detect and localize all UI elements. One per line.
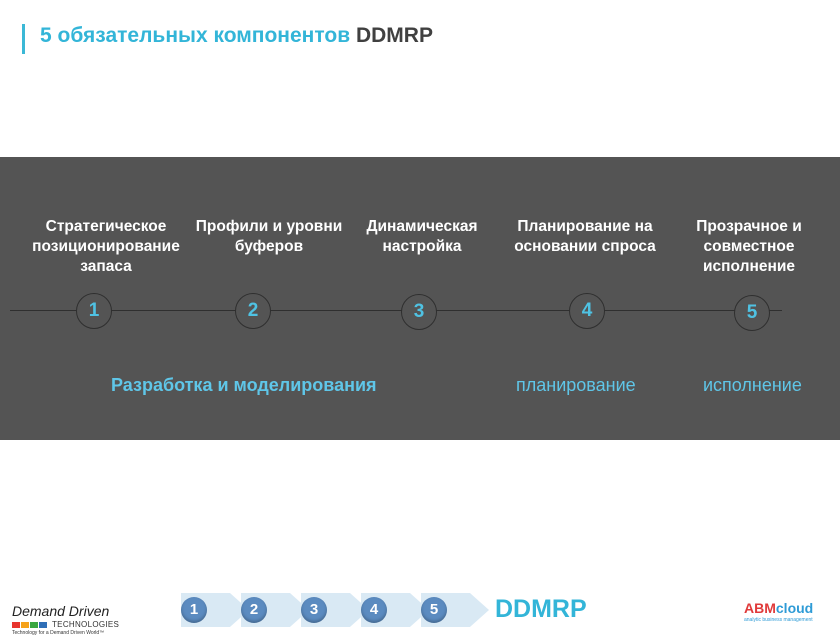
component-1-number: 1 — [76, 293, 112, 329]
step-2-badge: 2 — [241, 597, 267, 623]
component-2-label: Профили и уровни буферов — [195, 218, 343, 255]
step-arrow-3: 3 — [301, 593, 369, 627]
demand-driven-logo-line1: Demand Driven — [12, 603, 110, 619]
phase-planning-label: планирование — [516, 375, 636, 395]
logo-square-icon — [21, 621, 29, 628]
component-3-label: Динамическая настройка — [366, 218, 478, 255]
phase-execution-label: исполнение — [703, 375, 802, 395]
component-2-number: 2 — [235, 293, 271, 329]
demand-driven-logo-tagline: Technology for a Demand Driven World™ — [12, 630, 105, 636]
step-arrow-2: 2 — [241, 593, 309, 627]
components-band: Стратегическое позиционирование запаса П… — [0, 157, 840, 440]
demand-driven-logo-line2: TECHNOLOGIES — [52, 620, 120, 629]
step-3-badge: 3 — [301, 597, 327, 623]
footer-brand: DDMRP — [495, 595, 587, 623]
step-4-badge: 4 — [361, 597, 387, 623]
abmcloud-logo-blue: cloud — [775, 600, 814, 616]
step-1-badge: 1 — [181, 597, 207, 623]
page-title-prefix: 5 обязательных компонентов — [40, 24, 351, 47]
component-5-number: 5 — [734, 295, 770, 331]
page-title-brand: DDMRP — [355, 24, 433, 47]
abmcloud-logo-name: ABMcloud — [744, 600, 834, 616]
step-arrow-5: 5 — [421, 593, 489, 627]
abmcloud-logo-tagline: analytic business management — [744, 617, 813, 623]
demand-driven-logo: Demand Driven TECHNOLOGIES Technology fo… — [12, 604, 122, 636]
demand-driven-logo-row: TECHNOLOGIES — [12, 620, 122, 629]
step-5-badge: 5 — [421, 597, 447, 623]
component-5-label: Прозрачное и совместное исполнение — [696, 218, 802, 275]
abmcloud-logo: ABMcloud analytic business management — [744, 600, 834, 623]
step-arrow-1: 1 — [181, 593, 249, 627]
title-accent-bar — [22, 24, 25, 54]
logo-square-icon — [39, 621, 47, 628]
component-3-number: 3 — [401, 294, 437, 330]
phase-design-label: Разработка и моделирования — [111, 375, 377, 395]
step-arrow-4: 4 — [361, 593, 429, 627]
component-1-label: Стратегическое позиционирование запаса — [32, 218, 180, 275]
component-4-number: 4 — [569, 293, 605, 329]
timeline-line — [10, 310, 782, 311]
logo-square-icon — [12, 621, 20, 628]
component-4-label: Планирование на основании спроса — [514, 218, 656, 255]
page-title: 5 обязательных компонентов DDMRP — [40, 24, 433, 48]
logo-square-icon — [30, 621, 38, 628]
abmcloud-logo-red: ABM — [744, 600, 776, 616]
